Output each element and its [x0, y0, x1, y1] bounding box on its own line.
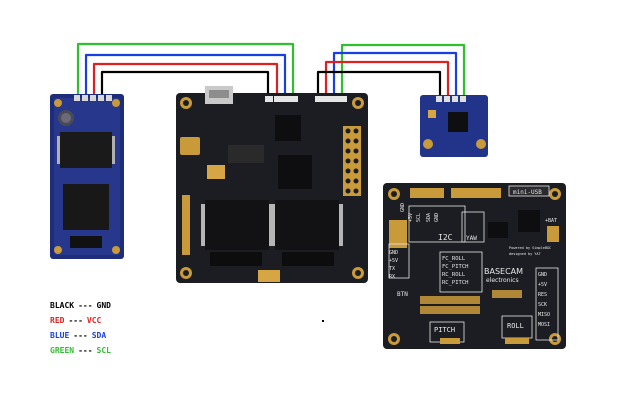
label-right-5v: +5V: [538, 282, 547, 288]
label-yaw: YAW: [466, 235, 477, 242]
legend-row-blue: BLUE --- SDA: [50, 328, 111, 343]
wire-red-vcc: [92, 62, 279, 97]
left-driver-module: [50, 94, 124, 259]
legend-sep: ---: [78, 301, 93, 310]
label-left-gnd: GND: [389, 250, 398, 256]
label-left-5v: +5V: [389, 258, 398, 264]
label-left-tx: TX: [389, 266, 395, 272]
stray-dot: [322, 320, 324, 322]
label-right-mosi: MOSI: [538, 322, 550, 328]
legend-color-blue: BLUE: [50, 331, 70, 340]
powered-text: Powered by SimpleBGC: [509, 246, 551, 250]
wire-black-gnd: [100, 70, 270, 97]
brand-name: BASECAM: [484, 267, 523, 276]
label-rc-pitch: RC_PITCH: [442, 280, 469, 286]
wire-color-legend: BLACK --- GND RED --- VCC BLUE --- SDA G…: [50, 298, 111, 358]
label-right-miso: MISO: [538, 312, 550, 318]
legend-sep: ---: [73, 331, 88, 340]
main-controller-board: [176, 86, 368, 283]
label-fc-pitch: FC_PITCH: [442, 264, 469, 270]
label-5v-top: +5V: [408, 213, 414, 222]
label-pitch: PITCH: [434, 326, 455, 334]
legend-signal-sda: SDA: [91, 331, 107, 340]
label-i2c: I2C: [438, 233, 453, 242]
legend-row-green: GREEN --- SCL: [50, 343, 111, 358]
label-mini-usb: mini-USB: [513, 189, 542, 196]
label-btn: BTN: [397, 291, 408, 298]
legend-signal-scl: SCL: [96, 346, 111, 355]
legend-signal-gnd: GND: [96, 301, 111, 310]
label-right-gnd: GND: [538, 272, 547, 278]
wire-red-vcc-2: [324, 60, 450, 97]
legend-sep: ---: [78, 346, 93, 355]
board-silkscreen-text: GND +5V SCL SDA GND I2C YAW mini-USB GND…: [389, 189, 557, 334]
wire-blue-sda: [84, 53, 287, 97]
imu-sensor-board: [420, 95, 488, 157]
wire-green-scl: [76, 42, 295, 97]
basecam-board: [383, 183, 566, 349]
legend-row-black: BLACK --- GND: [50, 298, 111, 313]
legend-color-green: GREEN: [50, 346, 75, 355]
designed-text: designed by YAT: [509, 252, 542, 256]
wires: [76, 42, 466, 97]
brand-sub: electronics: [486, 277, 519, 284]
label-left-rx: RX: [389, 274, 395, 280]
label-fc-roll: FC_ROLL: [442, 256, 466, 262]
label-gnd-top-2: GND: [434, 213, 440, 222]
legend-signal-vcc: VCC: [86, 316, 102, 325]
legend-sep: ---: [68, 316, 83, 325]
label-roll: ROLL: [507, 322, 524, 330]
wire-black-gnd-2: [316, 70, 442, 97]
label-rc-roll: RC_ROLL: [442, 272, 466, 278]
label-sda-top: SDA: [426, 213, 432, 222]
label-right-sck: SCK: [538, 302, 547, 308]
legend-row-red: RED --- VCC: [50, 313, 111, 328]
label-scl-top: SCL: [416, 213, 422, 222]
wire-blue-sda-2: [332, 51, 458, 97]
label-right-res: RES: [538, 292, 547, 298]
legend-color-red: RED: [50, 316, 65, 325]
label-gnd-top: GND: [400, 203, 406, 212]
legend-color-black: BLACK: [50, 301, 75, 310]
label-bat: +BAT: [545, 218, 557, 224]
